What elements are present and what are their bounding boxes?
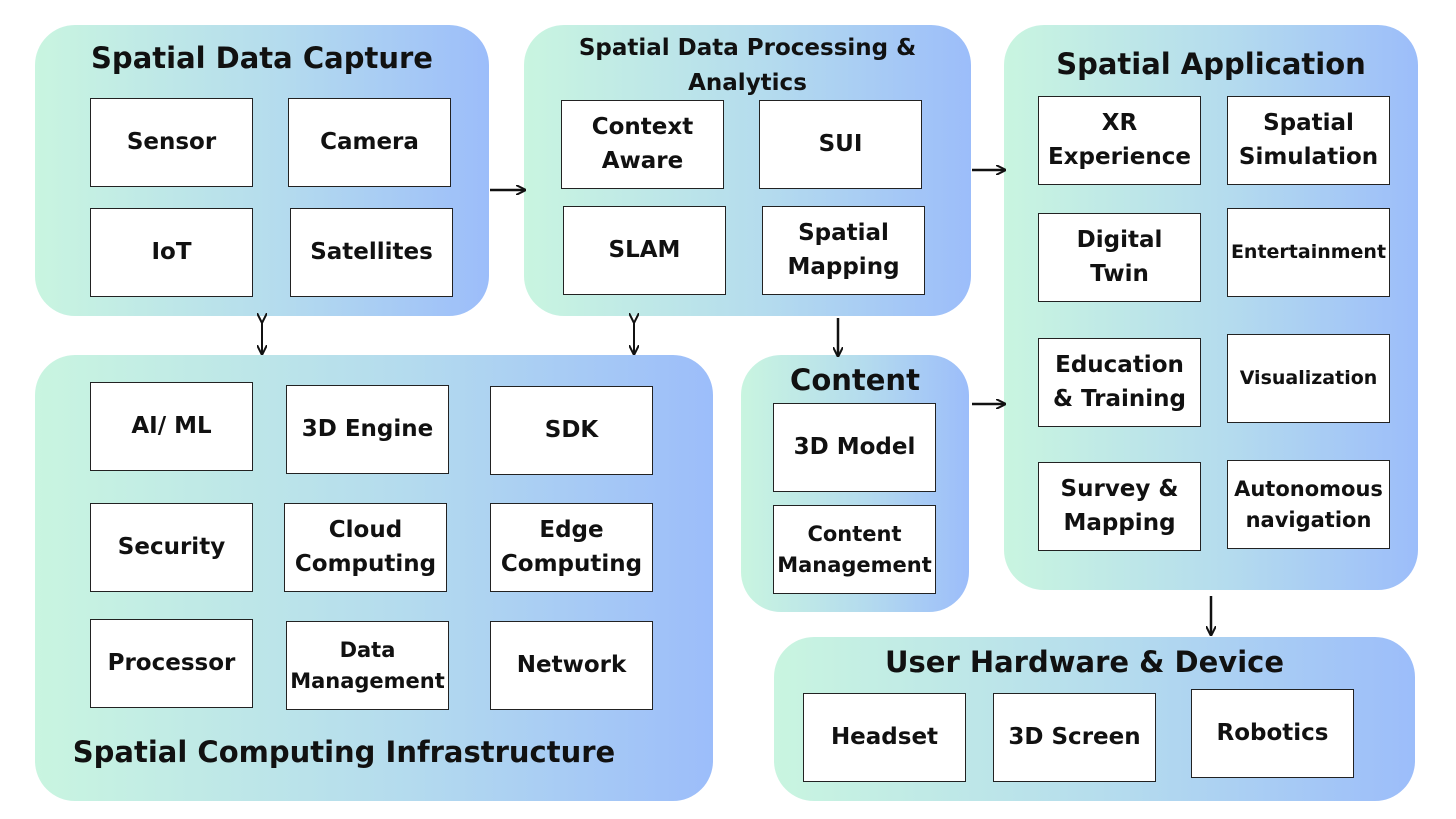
box-sensor: Sensor xyxy=(90,98,253,187)
box-data-management: Data Management xyxy=(286,621,449,710)
box-edge-computing: Edge Computing xyxy=(490,503,653,592)
box-headset: Headset xyxy=(803,693,966,782)
box-security: Security xyxy=(90,503,253,592)
group-spatial-application: Spatial Application XR Experience Spatia… xyxy=(1004,25,1418,590)
box-satellites: Satellites xyxy=(290,208,453,297)
box-entertainment: Entertainment xyxy=(1227,208,1390,297)
group-spatial-data-processing: Spatial Data Processing & Analytics Cont… xyxy=(524,25,971,316)
box-autonomous-navigation: Autonomous navigation xyxy=(1227,460,1390,549)
group-title: Spatial Data Capture xyxy=(91,41,433,75)
group-content: Content 3D Model Content Management xyxy=(741,355,969,612)
group-spatial-data-capture: Spatial Data Capture Sensor Camera IoT S… xyxy=(35,25,489,316)
box-context-aware: Context Aware xyxy=(561,100,724,189)
box-3d-screen: 3D Screen xyxy=(993,693,1156,782)
box-robotics: Robotics xyxy=(1191,689,1354,778)
box-cloud-computing: Cloud Computing xyxy=(284,503,447,592)
box-spatial-simulation: Spatial Simulation xyxy=(1227,96,1390,185)
box-spatial-mapping: Spatial Mapping xyxy=(762,206,925,295)
group-user-hardware-device: User Hardware & Device Headset 3D Screen… xyxy=(774,637,1415,801)
box-3d-model: 3D Model xyxy=(773,403,936,492)
box-education-training: Education & Training xyxy=(1038,338,1201,427)
group-title: User Hardware & Device xyxy=(884,645,1285,679)
box-processor: Processor xyxy=(90,619,253,708)
box-survey-mapping: Survey & Mapping xyxy=(1038,462,1201,551)
group-title: Spatial Computing Infrastructure xyxy=(72,735,616,769)
box-3d-engine: 3D Engine xyxy=(286,385,449,474)
group-spatial-computing-infrastructure: AI/ ML 3D Engine SDK Security Cloud Comp… xyxy=(35,355,713,801)
box-visualization: Visualization xyxy=(1227,334,1390,423)
group-title: Content xyxy=(790,363,920,397)
box-sdk: SDK xyxy=(490,386,653,475)
box-sui: SUI xyxy=(759,100,922,189)
group-title: Spatial Application xyxy=(1056,47,1366,81)
box-slam: SLAM xyxy=(563,206,726,295)
box-content-management: Content Management xyxy=(773,505,936,594)
box-ai-ml: AI/ ML xyxy=(90,382,253,471)
box-iot: IoT xyxy=(90,208,253,297)
box-camera: Camera xyxy=(288,98,451,187)
box-xr-experience: XR Experience xyxy=(1038,96,1201,185)
group-title: Spatial Data Processing & Analytics xyxy=(578,35,917,96)
box-network: Network xyxy=(490,621,653,710)
box-digital-twin: Digital Twin xyxy=(1038,213,1201,302)
